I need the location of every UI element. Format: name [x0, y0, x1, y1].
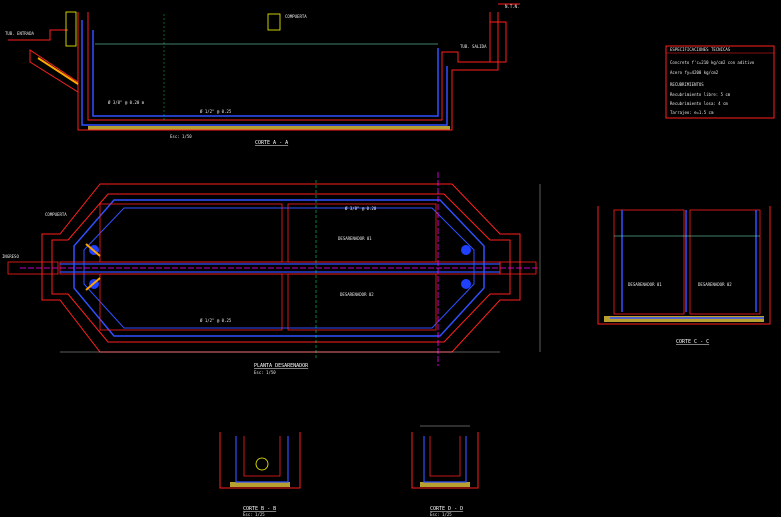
- label-armadura-3: Ø 3/8" @ 0.20: [345, 206, 377, 211]
- spec-table: ESPECIFICACIONES TECNICAS Concreto f'c=2…: [665, 45, 775, 119]
- spec-table-border: [665, 45, 775, 119]
- label-entrada: TUB. ENTRADA: [5, 31, 34, 36]
- section-corte-bb: CORTE B - B Esc: 1/25: [219, 432, 301, 517]
- valve-icon-4: [461, 279, 471, 289]
- spec-line-6: Tarrajeo: e=1.5 cm: [670, 110, 714, 115]
- inlet-pipe: [8, 29, 68, 41]
- corte-cc-chamber-2: [689, 209, 761, 315]
- label-armadura-2: Ø 1/2" @ 0.25: [200, 109, 232, 114]
- corte-bb-outline: [219, 432, 301, 489]
- gate-hatch-1: [85, 243, 101, 257]
- spec-line-1: Concreto f'c=210 kg/cm2 con aditivo: [670, 60, 755, 65]
- planta-title: PLANTA DESARENADOR: [254, 363, 309, 369]
- label-compuerta: COMPUERTA: [285, 14, 307, 19]
- label-compuerta-2: COMPUERTA: [45, 212, 67, 217]
- inlet-gate: [65, 11, 77, 47]
- inlet-channel: [29, 49, 79, 93]
- section-corte-dd: CORTE D - D Esc: 1/25: [411, 425, 479, 517]
- inlet-slope-hatch: [37, 57, 79, 85]
- label-nivel: N.T.N.: [505, 4, 519, 9]
- section-corte-aa: TUB. ENTRADA Ø 3/8" @ 0.20 m Ø 1/2" @ 0.…: [5, 3, 520, 146]
- label-ingreso: INGRESO: [2, 254, 19, 259]
- planta-rebar-inner: [83, 207, 475, 329]
- corte-bb-foundation: [230, 482, 290, 487]
- section-planta: DESARENADOR 01 DESARENADOR 02 Ø 3/8" @ 0…: [2, 172, 541, 375]
- corte-cc-label-1: DESARENADOR 01: [628, 282, 662, 287]
- planta-inner-outline: [51, 193, 511, 343]
- rebar-inner: [92, 30, 439, 117]
- corte-cc-outline: [597, 206, 771, 325]
- label-salida: TUB. SALIDA: [460, 44, 487, 49]
- rebar-outer: [81, 20, 448, 126]
- corte-cc-foundation: [604, 316, 764, 322]
- chamber-label-2: DESARENADOR 02: [340, 292, 374, 297]
- corte-cc-title: CORTE C - C: [676, 339, 709, 345]
- planta-scale: Esc: 1/50: [254, 370, 276, 375]
- chamber-bottom-left: [99, 273, 283, 331]
- spec-line-4: Recubrimiento libre: 5 cm: [670, 92, 731, 97]
- access-hatch: [267, 13, 281, 31]
- foundation-hatch: [88, 126, 450, 130]
- gate-hatch-2: [85, 277, 101, 291]
- section-corte-cc: DESARENADOR 01 DESARENADOR 02 CORTE C - …: [597, 206, 771, 345]
- valve-icon-3: [461, 245, 471, 255]
- spec-line-5: Recubrimiento losa: 4 cm: [670, 101, 728, 106]
- spec-line-3: RECUBRIMIENTOS: [670, 82, 704, 87]
- corte-dd-foundation: [420, 482, 470, 487]
- corte-cc-label-2: DESARENADOR 02: [698, 282, 732, 287]
- spec-line-2: Acero fy=4200 kg/cm2: [670, 70, 719, 75]
- corte-bb-scale: Esc: 1/25: [243, 512, 265, 517]
- planta-rebar-outer: [73, 199, 485, 337]
- corte-dd-title: CORTE D - D: [430, 506, 463, 512]
- corte-dd-rebar: [423, 436, 467, 483]
- corte-dd-scale: Esc: 1/25: [430, 512, 452, 517]
- chamber-label-1: DESARENADOR 01: [338, 236, 372, 241]
- outer-wall-outline: [77, 12, 499, 131]
- corte-bb-inner: [243, 436, 281, 477]
- corte-bb-rebar: [235, 436, 289, 483]
- corte-cc-chamber-1: [613, 209, 685, 315]
- corte-bb-pipe: [255, 457, 269, 471]
- corte-dd-inner: [429, 436, 461, 477]
- label-armadura-1: Ø 3/8" @ 0.20 m: [108, 100, 145, 105]
- spec-table-header: ESPECIFICACIONES TECNICAS: [670, 47, 731, 52]
- label-armadura-4: Ø 1/2" @ 0.25: [200, 318, 232, 323]
- planta-inlet-pipe: [7, 261, 59, 275]
- corte-bb-title: CORTE B - B: [243, 506, 276, 512]
- corte-dd-outline: [411, 432, 479, 489]
- corte-aa-title: CORTE A - A: [255, 140, 288, 146]
- chamber-top-right: [287, 203, 437, 263]
- chamber-bottom-right: [287, 273, 437, 331]
- outlet-box: [489, 21, 507, 63]
- chamber-top-left: [99, 203, 283, 263]
- planta-outlet-pipe: [499, 261, 537, 275]
- corte-aa-scale: Esc: 1/50: [170, 134, 192, 139]
- inner-wall-outline: [87, 12, 491, 121]
